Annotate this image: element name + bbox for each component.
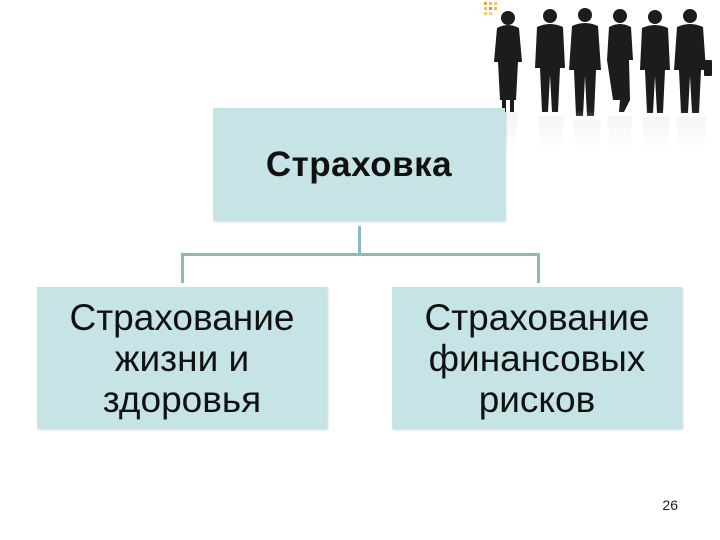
- connector-to-child-1: [181, 253, 184, 283]
- diagram-child-node-life-health: Страхование жизни и здоровья: [37, 287, 327, 429]
- diagram-child-label: Страхование финансовых рисков: [424, 296, 650, 420]
- diagram-child-label: Страхование жизни и здоровья: [69, 296, 295, 420]
- page-number: 26: [662, 497, 678, 513]
- diagram-child-node-financial-risks: Страхование финансовых рисков: [392, 287, 682, 429]
- diagram-root-node: Страховка: [213, 108, 505, 221]
- diagram-root-label: Страховка: [265, 144, 453, 184]
- connector-horizontal: [181, 253, 540, 256]
- connector-root-down: [358, 226, 361, 254]
- business-people-icon: [480, 2, 720, 150]
- connector-to-child-2: [537, 253, 540, 283]
